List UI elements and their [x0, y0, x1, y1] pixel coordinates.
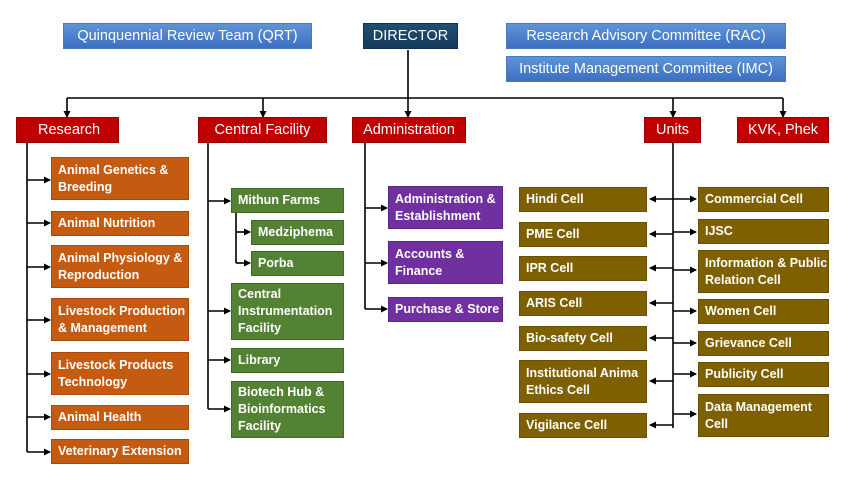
- porba-box: Porba: [251, 251, 344, 276]
- imc-box: Institute Management Committee (IMC): [506, 56, 786, 82]
- administration-head: Administration: [352, 117, 466, 143]
- unit-cell-left: Hindi Cell: [519, 187, 647, 212]
- unit-cell-left: ARIS Cell: [519, 291, 647, 316]
- rac-box: Research Advisory Committee (RAC): [506, 23, 786, 49]
- library-box: Library: [231, 348, 344, 373]
- unit-cell-left: Bio-safety Cell: [519, 326, 647, 351]
- director-box: DIRECTOR: [363, 23, 458, 49]
- admin-item: Accounts & Finance: [388, 241, 503, 284]
- unit-cell-left: Institutional Anima Ethics Cell: [519, 360, 647, 403]
- medziphema-box: Medziphema: [251, 220, 344, 245]
- unit-cell-left: IPR Cell: [519, 256, 647, 281]
- research-item: Veterinary Extension: [51, 439, 189, 464]
- unit-cell-left: PME Cell: [519, 222, 647, 247]
- unit-cell-right: Grievance Cell: [698, 331, 829, 356]
- research-head: Research: [16, 117, 119, 143]
- unit-cell-right: IJSC: [698, 219, 829, 244]
- mithun-farms-box: Mithun Farms: [231, 188, 344, 213]
- unit-cell-right: Commercial Cell: [698, 187, 829, 212]
- biotech-hub-box: Biotech Hub & Bioinformatics Facility: [231, 381, 344, 438]
- central-facility-head: Central Facility: [198, 117, 327, 143]
- research-item: Livestock Production & Management: [51, 298, 189, 341]
- unit-cell-right: Publicity Cell: [698, 362, 829, 387]
- research-item: Animal Nutrition: [51, 211, 189, 236]
- units-head: Units: [644, 117, 701, 143]
- unit-cell-left: Vigilance Cell: [519, 413, 647, 438]
- research-item: Animal Health: [51, 405, 189, 430]
- unit-cell-right: Information & Public Relation Cell: [698, 250, 829, 293]
- admin-item: Purchase & Store: [388, 297, 503, 322]
- central-instrumentation-box: Central Instrumentation Facility: [231, 283, 344, 340]
- research-item: Animal Genetics & Breeding: [51, 157, 189, 200]
- unit-cell-right: Data Management Cell: [698, 394, 829, 437]
- kvk-head: KVK, Phek: [737, 117, 829, 143]
- qrt-box: Quinquennial Review Team (QRT): [63, 23, 312, 49]
- research-item: Livestock Products Technology: [51, 352, 189, 395]
- admin-item: Administration & Establishment: [388, 186, 503, 229]
- unit-cell-right: Women Cell: [698, 299, 829, 324]
- research-item: Animal Physiology & Reproduction: [51, 245, 189, 288]
